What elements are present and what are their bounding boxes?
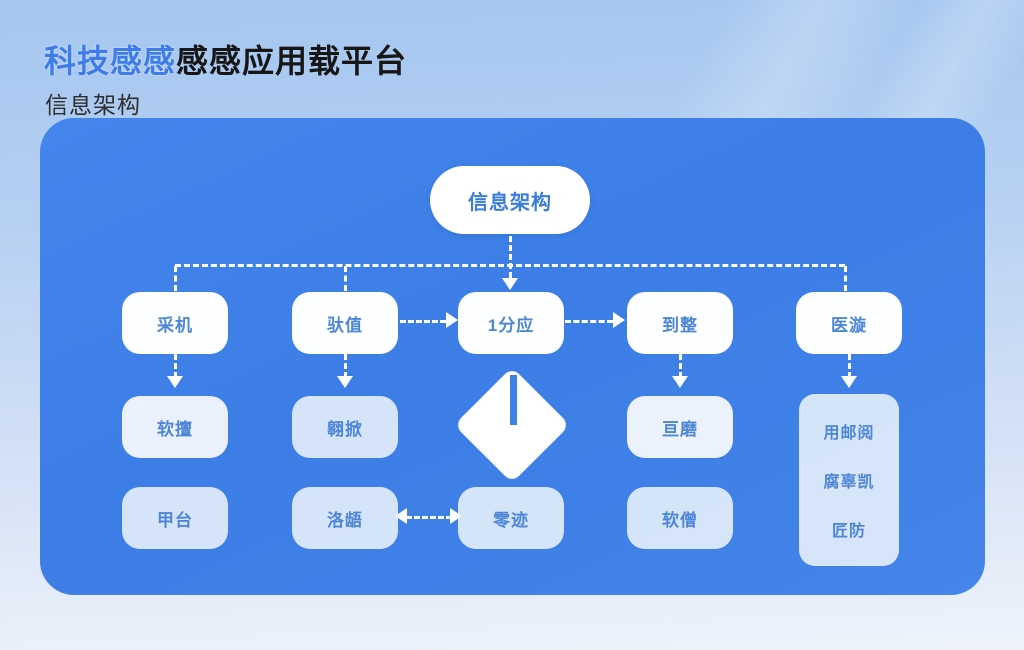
connector-root-down [509, 236, 512, 278]
flow-node-row2-col1: 软擅 [122, 396, 228, 458]
arrowhead-col2-row2 [337, 376, 353, 388]
flow-node-row1-col2: 驮值 [292, 292, 398, 354]
flow-node-row3-col1: 甲台 [122, 487, 228, 549]
side-panel-line-3: 匠防 [831, 523, 866, 541]
connector-box2-box3 [400, 320, 446, 323]
flow-node-row1-col4: 到整 [627, 292, 733, 354]
flow-node-row1-col3: 1分应 [458, 292, 564, 354]
connector-col1-row2 [174, 354, 177, 378]
flow-node-row1-col5: 医漩 [796, 292, 902, 354]
root-node: 信息架构 [430, 166, 590, 234]
arrowhead-root-to-center [502, 278, 518, 290]
page-subtitle: 信息架构 [45, 92, 141, 118]
decision-diamond-slit [510, 375, 517, 425]
connector-row3-double [406, 516, 452, 519]
arrowhead-col5-row2 [841, 376, 857, 388]
connector-col4-row2 [679, 354, 682, 378]
connector-drop-col2 [344, 266, 347, 291]
flow-node-row3-col4: 软僧 [627, 487, 733, 549]
arrowhead-col1-row2 [167, 376, 183, 388]
arrowhead-box2-box3 [446, 312, 458, 328]
connector-col5-row2 [848, 354, 851, 378]
page-title-highlight: 科技感感 [44, 43, 177, 79]
side-panel-line-2: 腐辜凯 [823, 473, 875, 491]
connector-col2-row2 [344, 354, 347, 378]
connector-drop-col5 [844, 266, 847, 291]
flow-node-row2-col2: 翱掀 [292, 396, 398, 458]
flow-node-row1-col1: 采机 [122, 292, 228, 354]
arrowhead-row3-left [395, 508, 407, 524]
diagram-panel: 信息架构 采机 驮值 1分应 到整 医漩 软擅 翱掀 亘磨 用邮阅 腐辜凯 匠防… [40, 118, 985, 595]
page-title-rest: 感感应用载平台 [176, 43, 408, 79]
side-panel-node: 用邮阅 腐辜凯 匠防 [799, 394, 899, 566]
page-title: 科技感感感感应用载平台 [44, 36, 407, 82]
flow-node-row3-col3: 零迹 [458, 487, 564, 549]
connector-rail [175, 264, 845, 267]
flow-node-row2-col4: 亘磨 [627, 396, 733, 458]
flow-node-row3-col2: 洛龉 [292, 487, 398, 549]
arrowhead-col4-row2 [672, 376, 688, 388]
arrowhead-box3-box4 [613, 312, 625, 328]
side-panel-line-1: 用邮阅 [823, 424, 875, 442]
connector-drop-col1 [174, 266, 177, 291]
connector-box3-box4 [565, 320, 613, 323]
